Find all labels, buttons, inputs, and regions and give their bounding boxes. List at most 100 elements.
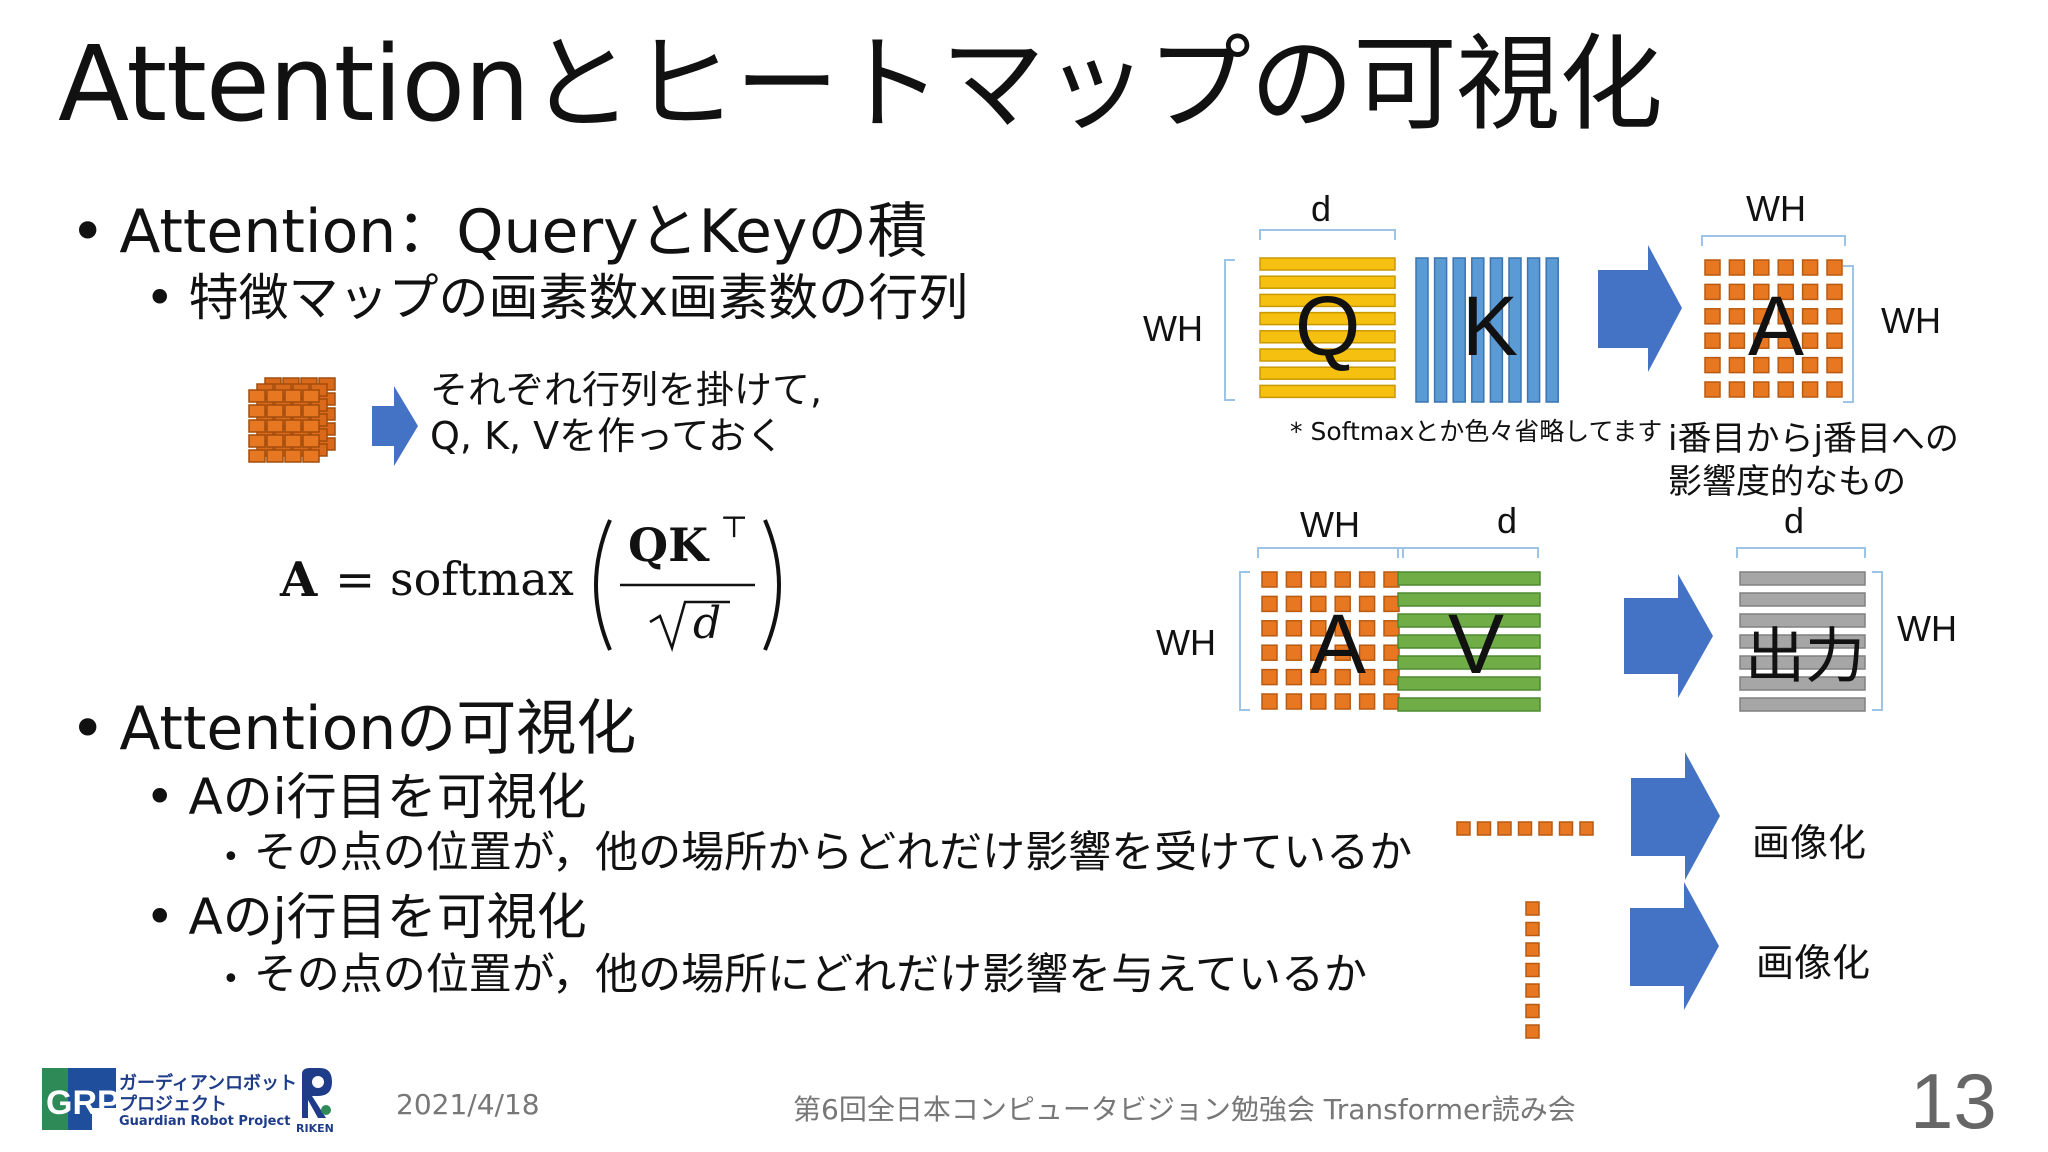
a-cell [1310,571,1327,588]
q-row-bar [1259,348,1396,362]
imaging-label-row: 画像化 [1752,821,1867,865]
feature-map-cube-icon [248,377,336,463]
a-cell [1261,693,1278,710]
a-cell [1777,283,1794,301]
a-cell [1826,356,1843,374]
a-cell [1310,620,1327,637]
v-letter: V [1448,597,1505,691]
bullet-row-j-detail: •その点の位置が，他の場所にどれだけ影響を与えているか [222,940,1367,1002]
bullet-text: Attention：QueryとKeyの積 [119,197,928,267]
a-cell [1826,259,1843,276]
a-cell [1704,332,1721,349]
v-row-bar [1397,655,1541,670]
a-cell [1728,283,1746,301]
v-row-bar [1397,676,1541,691]
cube-cell [302,419,320,433]
a-cell [1358,595,1376,613]
imaging-label-column: 画像化 [1756,941,1871,985]
a-cell [1728,308,1746,325]
q-row-bar [1259,366,1396,380]
attention-row-squares [1456,821,1594,836]
row-square [1538,821,1553,836]
a-cell [1777,381,1794,398]
formula-fraction [594,519,781,653]
a-cell [1826,381,1843,398]
a-cell [1383,668,1400,686]
a-cell [1358,693,1376,710]
a-cell [1704,308,1721,325]
a-cell [1704,283,1721,301]
grp-logo: GRP [42,1068,120,1130]
q-row-bar [1259,275,1396,289]
a-cell [1358,668,1376,686]
a-cell [1728,332,1746,349]
grp-logo-line2: プロジェクト [119,1093,227,1115]
bullet-matrix-size: •特徴マップの画素数x画素数の行列 [145,258,968,330]
k-letter: K [1462,279,1519,373]
a-cell [1753,283,1770,301]
grp-logo-text: ガーディアンロボット プロジェクト Guardian Robot Project [119,1073,298,1130]
row-square [1558,821,1574,836]
column-square [1525,983,1540,998]
a-cell [1704,356,1721,374]
cube-cell [284,434,302,448]
riken-logo-icon [302,1068,332,1118]
cube-cell [248,419,266,433]
a-cell [1801,381,1819,398]
row-square [1497,821,1512,836]
grp-logo-icon: GRP [42,1068,120,1130]
v-row-bar [1397,697,1541,712]
cube-caption-line2: Q, K, Vを作っておく [430,413,785,458]
a-cell [1261,644,1278,661]
row-square [1456,821,1471,836]
formula-lhs: A [280,552,318,608]
a-cell [1801,332,1819,349]
bullet-text: その点の位置が，他の場所からどれだけ影響を受けているか [253,828,1413,878]
bullet-attention-product: •Attention：QueryとKeyの積 [70,183,927,270]
row-square [1476,821,1492,836]
a-cell [1261,595,1278,613]
a-cell [1801,283,1819,301]
a-cell [1383,644,1400,661]
label-wh-right-bottom: WH [1897,608,1957,649]
a-cell [1801,308,1819,325]
a-cell [1777,356,1794,374]
k-column-bar [1545,257,1559,403]
a-cell [1753,308,1770,325]
k-column-bar [1526,257,1541,403]
v-row-bar [1397,613,1541,628]
a-cell [1334,571,1351,588]
cube-cell [266,434,284,448]
a-cell [1728,356,1746,374]
a-cell [1704,259,1721,276]
page-number: 13 [1910,1057,1997,1145]
a-cell [1261,571,1278,588]
label-d-v: d [1497,500,1518,541]
a-caption: i番目からj番目への 影響度的なもの [1668,418,1959,503]
softmax-note: * Softmaxとか色々省略してます [1290,417,1663,446]
a-cell [1310,644,1327,661]
grp-logo-line1: ガーディアンロボット [119,1073,298,1094]
k-column-bar [1471,257,1485,403]
cube-cell [284,419,302,433]
bullet-dot: • [222,962,240,997]
a-cell [1358,571,1376,588]
attention-column-squares [1525,901,1540,1039]
cube-cell [302,449,320,463]
a-cell [1285,668,1303,686]
a-cell [1334,595,1351,613]
q-row-bar [1259,330,1396,344]
output-row-bar [1739,571,1866,586]
a-cell [1777,259,1794,276]
cube-cell [302,389,320,403]
bullet-text: Aのj行目を可視化 [188,888,587,946]
a-cell [1777,308,1794,325]
q-row-bar [1259,293,1396,308]
formula-softmax: softmax [390,552,574,606]
k-column-bar [1415,257,1429,403]
cube-cell [248,449,266,463]
a-matrix-bottom [1261,571,1400,710]
cube-cell [266,449,284,463]
arrow-right-icon [1598,245,1682,372]
a-cell [1383,620,1400,637]
